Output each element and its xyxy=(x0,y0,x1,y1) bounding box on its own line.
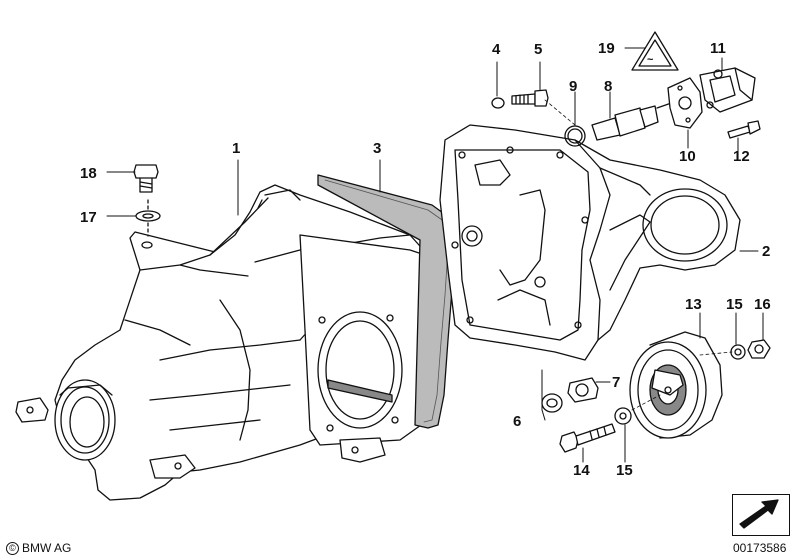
callout-5: 5 xyxy=(534,41,543,58)
callout-15-upper: 15 xyxy=(726,296,743,313)
copyright-text: BMW AG xyxy=(22,541,72,555)
callout-12: 12 xyxy=(733,148,750,165)
bolt-5 xyxy=(511,89,549,107)
connector-11 xyxy=(699,67,756,113)
warning-label-19: ~ xyxy=(631,31,679,71)
differential-housing xyxy=(15,184,433,501)
copyright-symbol: © xyxy=(6,541,19,555)
bolt-18 xyxy=(133,164,159,193)
callout-11: 11 xyxy=(710,40,726,57)
callout-1: 1 xyxy=(232,140,241,157)
bolt-12 xyxy=(727,120,761,139)
callout-7: 7 xyxy=(612,374,621,391)
callout-4: 4 xyxy=(492,41,501,58)
nut-16 xyxy=(747,339,771,359)
callout-14: 14 xyxy=(573,462,590,479)
rubber-mount xyxy=(629,331,723,439)
callout-3: 3 xyxy=(373,140,382,157)
callout-8: 8 xyxy=(604,78,613,95)
washer-6 xyxy=(541,393,563,413)
leader-lines xyxy=(106,47,764,463)
plate-10 xyxy=(667,77,703,129)
rear-cover xyxy=(439,124,741,361)
callout-10: 10 xyxy=(679,148,696,165)
callout-15-lower: 15 xyxy=(616,462,633,479)
washer-17 xyxy=(135,210,161,222)
sensor-8 xyxy=(591,99,681,141)
callout-19: 19 xyxy=(598,40,615,57)
callout-18: 18 xyxy=(80,165,97,182)
washer-15-lower xyxy=(614,407,632,425)
orientation-arrow-icon xyxy=(739,499,779,529)
washer-15-upper xyxy=(730,344,746,360)
callout-6: 6 xyxy=(513,413,522,430)
callout-16: 16 xyxy=(754,296,771,313)
callout-13: 13 xyxy=(685,296,702,313)
copyright-notice: © BMW AG xyxy=(6,541,71,555)
orientation-box xyxy=(732,494,790,536)
svg-text:~: ~ xyxy=(647,54,654,66)
nut-7 xyxy=(567,377,599,403)
document-number: 00173586 xyxy=(733,541,787,555)
bolt-14 xyxy=(559,423,616,453)
washer-4 xyxy=(491,97,505,109)
callout-17: 17 xyxy=(80,209,97,226)
callout-9: 9 xyxy=(569,78,578,95)
callout-2: 2 xyxy=(762,243,771,260)
